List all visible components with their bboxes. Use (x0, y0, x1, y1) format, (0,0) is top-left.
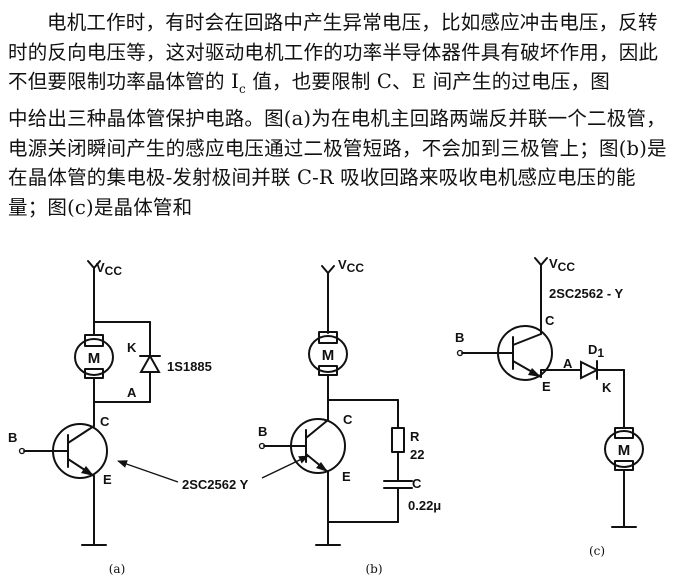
diode-a-label-c: A (563, 356, 573, 371)
vcc-label-b: VCC (338, 257, 364, 275)
transistor-c (461, 325, 553, 381)
vcc-arrow-c (534, 257, 548, 266)
diode-k-label-a: K (127, 340, 137, 355)
capacitor-value-b: 0.22μ (408, 498, 441, 513)
vcc-label-c: VCC (549, 256, 575, 274)
caption-c: (c) (589, 544, 605, 558)
caption-a: (a) (109, 562, 126, 576)
motor-label-b: M (322, 347, 335, 364)
resistor-label-b: R (410, 429, 420, 444)
diode-label-c: D1 (588, 342, 604, 360)
base-terminal-a (18, 447, 26, 455)
resistor-value-b: 22 (410, 447, 424, 462)
circuit-a: VCC M K A 1S1885 B C E ( (8, 260, 212, 576)
collector-label-b: C (343, 412, 353, 427)
transistor-part-label-c: 2SC2562 - Y (549, 286, 624, 301)
resistor-b (391, 427, 405, 453)
vcc-arrow-b (321, 265, 335, 274)
collector-label-c: C (545, 313, 555, 328)
motor-b: M (308, 331, 348, 376)
motor-label-a: M (88, 350, 101, 367)
body-paragraph: 电机工作时，有时会在回路中产生异常电压，比如感应冲击电压，反转时的反向电压等，这… (8, 8, 668, 222)
paragraph-text-2: 值，也要限制 C、E 间产生的过电压，图 (245, 70, 610, 93)
capacitor-label-b: C (412, 476, 422, 491)
transistor-b (263, 418, 346, 474)
paragraph-text-1: 电机工作时，有时会在回路中产生异常电压，比如感应冲击电压，反转时的反向电压等，这… (8, 11, 659, 93)
caption-b: (b) (365, 562, 382, 576)
shared-transistor-part: 2SC2562 Y (182, 477, 249, 492)
emitter-label-c: E (542, 379, 551, 394)
vcc-label-a: VCC (96, 260, 122, 278)
motor-a: M (74, 334, 114, 379)
base-label-b: B (258, 424, 267, 439)
current-subscript: c (239, 81, 246, 96)
diode-a-label-a: A (127, 385, 137, 400)
transistor-a (23, 423, 108, 479)
shared-transistor-label: 2SC2562 Y (117, 455, 309, 492)
circuit-c: VCC 2SC2562 - Y B C E D1 A K M (455, 256, 644, 558)
base-terminal-c (456, 349, 464, 357)
emitter-label-b: E (342, 469, 351, 484)
diode-k-label-c: K (602, 380, 612, 395)
pointer-to-a (117, 460, 179, 483)
diode-c (580, 360, 600, 380)
collector-label-a: C (100, 414, 110, 429)
circuit-b: VCC M R 22 C 0.22μ B C E (258, 257, 441, 576)
motor-label-c: M (618, 442, 631, 459)
paragraph-text-3: 中给出三种晶体管保护电路。图(a)为在电机主回路两端反并联一个二极管，电源关闭瞬… (8, 107, 667, 219)
base-label-c: B (455, 330, 464, 345)
motor-c: M (604, 427, 644, 471)
diode-part-label-a: 1S1885 (167, 359, 212, 374)
base-terminal-b (258, 442, 266, 450)
diode-a (139, 353, 161, 373)
emitter-label-a: E (103, 472, 112, 487)
base-label-a: B (8, 430, 17, 445)
pointer-to-b (261, 455, 309, 479)
